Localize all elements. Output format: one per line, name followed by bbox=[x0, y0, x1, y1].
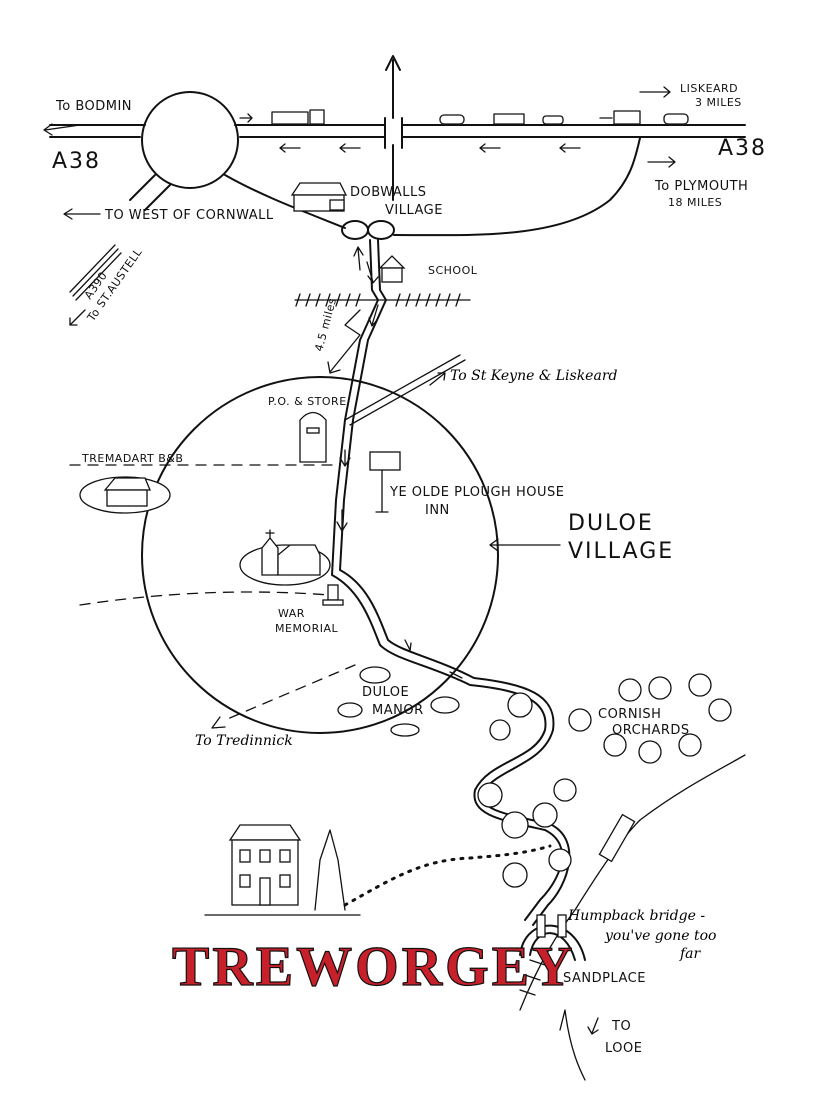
direction-arrow bbox=[339, 449, 351, 467]
label-st-keyne: To St Keyne & Liskeard bbox=[450, 368, 618, 384]
label-to-bodmin: To BODMIN bbox=[55, 99, 132, 114]
label-school: SCHOOL bbox=[428, 264, 478, 277]
label-liskeard-distance: 3 MILES bbox=[695, 96, 742, 109]
label-plymouth-distance: 18 MILES bbox=[668, 196, 722, 209]
drive-to-treworgey bbox=[343, 844, 552, 907]
road-to-dobwalls bbox=[224, 174, 346, 229]
label-west-cornwall: TO WEST OF CORNWALL bbox=[104, 208, 274, 223]
roundabout bbox=[141, 91, 239, 189]
mini-roundabout bbox=[367, 220, 395, 240]
school-building bbox=[378, 255, 406, 283]
railway-line bbox=[294, 293, 471, 307]
label-liskeard: LISKEARD bbox=[680, 82, 738, 95]
north-road bbox=[384, 55, 403, 201]
arrow-looe bbox=[587, 1017, 599, 1035]
tremadart-house bbox=[79, 476, 171, 514]
church-icon bbox=[239, 529, 331, 586]
direction-arrow bbox=[366, 261, 379, 284]
label-to: TO bbox=[611, 1019, 631, 1034]
label-inn: YE OLDE PLOUGH HOUSE bbox=[389, 485, 564, 500]
label-looe: LOOE bbox=[605, 1041, 642, 1056]
train-icon bbox=[598, 813, 636, 863]
label-duloe-manor: DULOE bbox=[362, 685, 409, 700]
label-duloe-village: VILLAGE bbox=[568, 539, 674, 564]
label-cornish: CORNISH bbox=[598, 707, 661, 722]
label-humpback-bridge: Humpback bridge - bbox=[567, 908, 705, 924]
arrow-west-cornwall bbox=[63, 208, 101, 220]
post-box-icon bbox=[299, 411, 327, 463]
humpback-bridge-icon bbox=[519, 914, 586, 961]
label-war-memorial: MEMORIAL bbox=[275, 622, 339, 635]
road-to-looe bbox=[559, 1009, 586, 1081]
distance-arrow bbox=[327, 309, 361, 374]
label-duloe: DULOE bbox=[568, 511, 654, 536]
inn-sign-icon bbox=[369, 451, 401, 513]
label-a38-west: A38 bbox=[52, 149, 101, 174]
arrow-duloe-village bbox=[489, 538, 561, 552]
arrow-st-keyne bbox=[429, 372, 446, 386]
railway-to-looe bbox=[519, 754, 746, 1011]
label-war: WAR bbox=[278, 607, 305, 620]
a390-road bbox=[69, 244, 122, 301]
dobwalls-houses bbox=[290, 182, 348, 212]
traffic-vehicles bbox=[271, 109, 689, 125]
dashed-path-west bbox=[79, 591, 331, 606]
label-duloe-manor-2: MANOR bbox=[372, 703, 424, 718]
label-far: far bbox=[679, 946, 702, 962]
path-to-tredinnick bbox=[224, 664, 356, 721]
arrow-liskeard bbox=[639, 86, 671, 98]
arrow-st-austell bbox=[69, 309, 86, 326]
cornish-orchards-trees bbox=[477, 673, 732, 888]
label-tredinnick: To Tredinnick bbox=[195, 733, 293, 749]
mini-roundabout bbox=[341, 220, 369, 240]
road-to-plymouth bbox=[393, 137, 641, 237]
road-to-st-keyne bbox=[344, 354, 466, 426]
war-memorial-icon bbox=[322, 584, 344, 606]
map-title-treworgey: TREWORGEY bbox=[172, 936, 576, 998]
label-dobwalls-village: VILLAGE bbox=[385, 203, 443, 218]
arrow-bodmin bbox=[43, 123, 81, 136]
label-orchards: ORCHARDS bbox=[612, 723, 690, 738]
label-tremadart: TREMADART B&B bbox=[81, 452, 183, 465]
direction-arrow bbox=[401, 639, 412, 652]
direction-arrow bbox=[336, 509, 348, 532]
label-a38-east: A38 bbox=[718, 136, 767, 161]
main-route bbox=[331, 239, 571, 926]
treworgey-house bbox=[204, 824, 361, 916]
direction-arrow bbox=[353, 246, 364, 271]
duloe-village-boundary bbox=[141, 376, 499, 734]
a38-road bbox=[49, 91, 746, 211]
label-gone-too-far: you've gone too bbox=[604, 928, 716, 944]
label-dobwalls: DOBWALLS bbox=[350, 185, 426, 200]
label-inn-2: INN bbox=[425, 503, 450, 518]
label-po-store: P.O. & STORE bbox=[268, 395, 347, 408]
label-plymouth: To PLYMOUTH bbox=[654, 179, 748, 194]
label-sandplace: SANDPLACE bbox=[563, 971, 646, 986]
arrow-tredinnick bbox=[211, 716, 226, 729]
direction-arrow bbox=[368, 304, 379, 327]
duloe-manor-trees bbox=[337, 666, 460, 737]
arrow-plymouth bbox=[647, 156, 676, 168]
